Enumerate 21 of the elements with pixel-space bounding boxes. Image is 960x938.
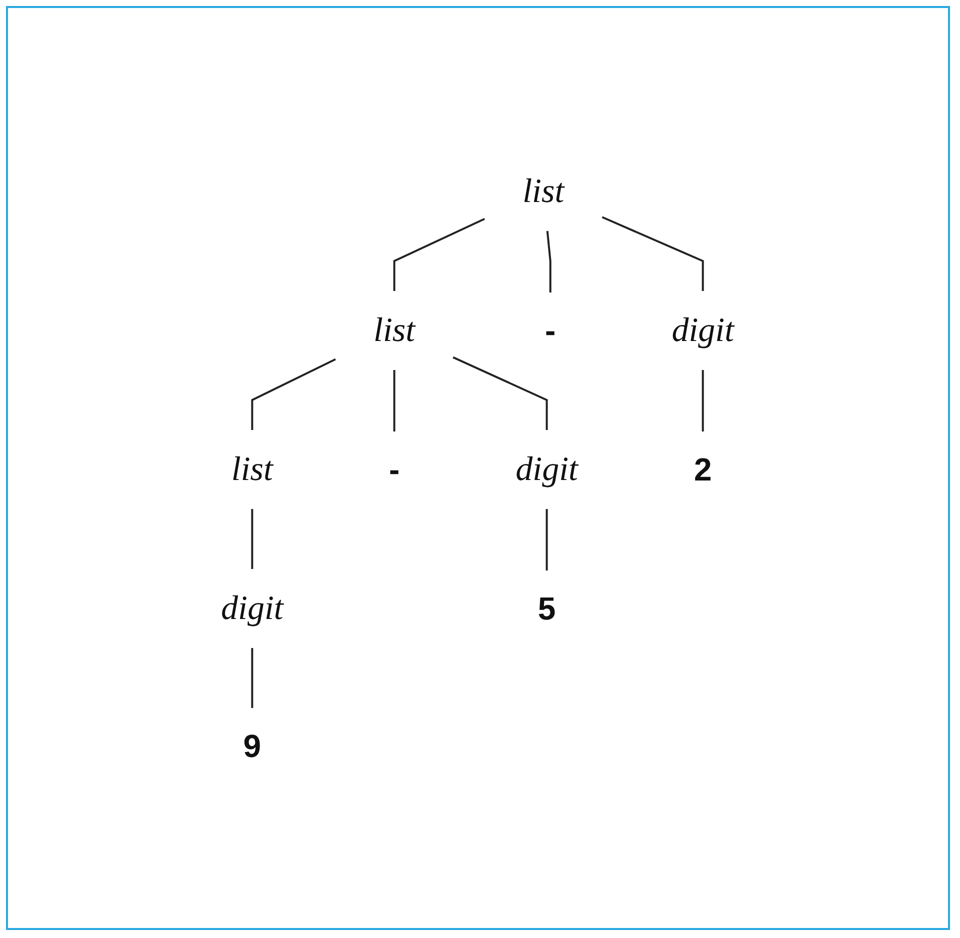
connector: [252, 509, 254, 569]
node-text: 5: [538, 590, 556, 626]
connector: [252, 648, 254, 708]
connector: [546, 230, 552, 292]
node-text: list: [232, 451, 274, 488]
node-text: list: [374, 312, 416, 349]
connector: [394, 370, 396, 432]
node-text: 2: [694, 452, 712, 488]
node-text: digit: [221, 590, 284, 627]
connector: [546, 509, 548, 570]
node-text: 9: [244, 728, 262, 764]
connector: [453, 356, 548, 430]
node-text: digit: [516, 451, 578, 488]
node-text: digit: [672, 312, 735, 349]
node-text: list: [523, 173, 565, 210]
connector: [394, 218, 486, 291]
connector: [602, 216, 704, 291]
node-text: -: [546, 312, 556, 348]
connector: [702, 370, 704, 432]
node-text: -: [389, 452, 400, 488]
connector: [252, 358, 336, 430]
